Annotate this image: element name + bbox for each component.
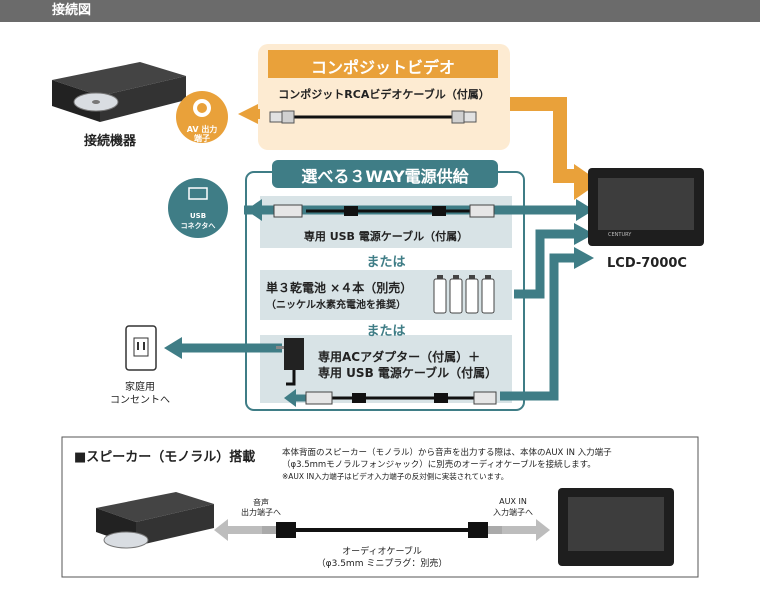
dvd-player-icon-2 xyxy=(96,492,214,549)
composite-title: コンポジットビデオ xyxy=(310,58,455,77)
speaker-desc-2: （φ3.5mmモノラルフォンジャック）に別売のオーディオケーブルを接続します。 xyxy=(282,460,596,470)
outlet-label: 家庭用 xyxy=(125,382,155,393)
outlet-label-2: コンセントへ xyxy=(110,395,170,406)
audio-cable-label-2: （φ3.5mm ミニプラグ：別売） xyxy=(316,559,448,569)
speaker-desc-1: 本体背面のスピーカー（モノラル）から音声を出力する際は、本体のAUX IN 入力… xyxy=(282,448,612,458)
header-bar xyxy=(0,0,760,22)
battery-icon xyxy=(433,275,495,314)
monitor-icon-2 xyxy=(558,488,674,566)
monitor-brand: CENTURY xyxy=(608,232,632,238)
audio-out-label: 音声 xyxy=(253,498,269,507)
usb-port-label: USB xyxy=(189,212,207,220)
aux-in-label-2: 入力端子へ xyxy=(493,508,533,517)
or-label-2: または xyxy=(366,324,406,339)
audio-cable xyxy=(262,522,502,538)
or-label-1: または xyxy=(366,255,406,270)
power-title: 選べる３WAY電源供給 xyxy=(301,167,469,186)
ac-usb-cable-label: 専用 USB 電源ケーブル（付属） xyxy=(318,366,498,380)
usb-cable xyxy=(273,204,495,218)
page-title: 接続図 xyxy=(52,3,92,18)
power-title-bar xyxy=(272,160,498,188)
rca-cable xyxy=(269,110,477,124)
device-label: 接続機器 xyxy=(84,134,137,149)
av-port-icon xyxy=(176,91,228,143)
orange-arrow-right xyxy=(574,164,600,200)
ac-adapter-icon xyxy=(276,338,304,386)
av-port-label: AV 出力 xyxy=(186,125,218,134)
battery-label: 単３乾電池 ×４本（別売） xyxy=(266,281,413,295)
aux-in-label: AUX IN xyxy=(499,497,527,506)
ac-adapter-label: 専用ACアダプター（付属）＋ xyxy=(318,350,481,364)
monitor-icon xyxy=(588,168,704,246)
speaker-title: ■スピーカー（モノラル）搭載 xyxy=(74,450,256,465)
audio-cable-label: オーディオケーブル xyxy=(342,547,422,557)
usb-cable-ac xyxy=(284,389,497,407)
usb-cable-label: 専用 USB 電源ケーブル（付属） xyxy=(303,230,469,243)
av-port-label-2: 端子 xyxy=(194,134,210,143)
speaker-desc-3: ※AUX IN入力端子はビデオ入力端子の反対側に実装されています。 xyxy=(282,472,509,481)
composite-cable-label: コンポジットRCAビデオケーブル（付属） xyxy=(278,88,490,101)
monitor-label: LCD-7000C xyxy=(607,256,687,271)
power-outlet-icon xyxy=(125,325,157,371)
usb-port-icon xyxy=(168,178,228,238)
dvd-player-icon xyxy=(52,62,186,122)
usb-port-label-2: コネクタへ xyxy=(180,222,216,230)
audio-out-label-2: 出力端子へ xyxy=(241,508,281,517)
composite-title-bar xyxy=(268,50,498,78)
battery-note: （ニッケル水素充電池を推奨） xyxy=(266,300,406,311)
